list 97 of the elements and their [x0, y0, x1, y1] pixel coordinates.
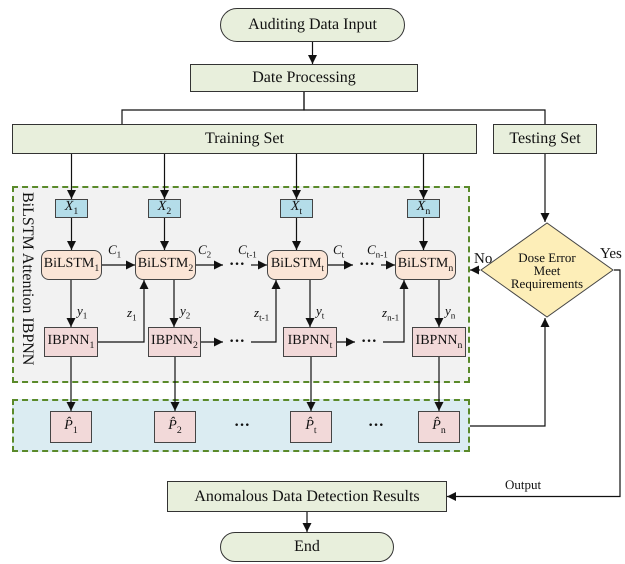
input-box	[407, 199, 440, 218]
node-label: Dose Error Meet Requirements	[510, 250, 584, 290]
ellipsis: ···	[228, 333, 245, 351]
arrow	[434, 280, 444, 327]
edge-label: y$_{2}$	[180, 304, 190, 321]
edge-label: Yes	[600, 247, 622, 262]
process-box	[12, 124, 477, 154]
arrow	[160, 154, 169, 199]
bilstm-box	[267, 250, 328, 280]
annotation: Output	[505, 478, 542, 491]
bilstm-box	[395, 250, 456, 280]
arrow	[292, 154, 301, 199]
arrow	[447, 269, 621, 501]
input-box	[280, 199, 313, 218]
arrow	[292, 218, 301, 250]
arrow	[201, 338, 223, 346]
prediction-box	[418, 411, 460, 443]
arrow	[98, 280, 148, 343]
prediction-box	[154, 411, 196, 443]
module-group	[12, 186, 470, 383]
node-label: IBPNN$_{n}$	[416, 332, 462, 352]
node-label: X$_{2}$	[158, 199, 172, 218]
node-label: Anomalous Data Detection Results	[194, 488, 420, 506]
group-title: BiLSTM Attention IBPNN	[18, 192, 36, 366]
arrow	[419, 218, 428, 250]
arrow	[251, 260, 267, 270]
arrow	[67, 154, 76, 199]
process-box	[167, 481, 447, 512]
arrow	[308, 42, 317, 64]
edge-label: y$_{1}$	[77, 304, 88, 321]
edge-label: z$_{1}$	[127, 306, 137, 323]
arrow	[306, 280, 314, 327]
process-box	[190, 64, 418, 92]
arrow	[540, 154, 550, 222]
arrow	[306, 357, 316, 411]
ellipsis: ···	[360, 333, 377, 351]
node-label: BiLSTM$_{1}$	[44, 256, 100, 274]
arrow	[67, 218, 76, 250]
arrow	[170, 357, 180, 411]
edge-label: y$_{t}$	[316, 304, 324, 321]
arrow	[66, 280, 76, 327]
edge-label: C$_{2}$	[198, 243, 212, 260]
arrow	[337, 338, 355, 346]
edge-label: C$_{t}$	[333, 243, 344, 260]
arrow	[381, 260, 395, 270]
edge-label: z$_{n-1}$	[382, 306, 400, 323]
arrow	[170, 280, 178, 327]
process-box	[493, 124, 597, 154]
node-label: P̂$_{2}$	[168, 418, 182, 436]
arrow	[434, 357, 444, 411]
input-box	[55, 199, 88, 218]
node-label: X$_{n}$	[416, 199, 430, 218]
ellipsis: ···	[368, 418, 384, 434]
bilstm-box	[135, 250, 196, 280]
arrow	[302, 512, 312, 532]
terminal-box	[220, 532, 394, 562]
arrow	[419, 154, 428, 199]
node-label: X$_{1}$	[64, 199, 78, 218]
arrow	[470, 318, 550, 427]
arrow	[383, 280, 408, 343]
prediction-box	[290, 411, 332, 443]
node-label: IBPNN$_{2}$	[151, 332, 198, 352]
bilstm-box	[41, 250, 102, 280]
ibpnn-box	[148, 327, 201, 357]
ibpnn-box	[44, 327, 98, 357]
node-label: P̂$_{n}$	[432, 418, 446, 436]
node-label: Date Processing	[252, 69, 356, 87]
node-label: BiLSTM$_{t}$	[270, 256, 324, 274]
node-label: P̂$_{1}$	[64, 418, 78, 436]
edge-label: y$_{n}$	[445, 304, 456, 321]
node-label: Testing Set	[509, 130, 581, 148]
ibpnn-box	[412, 327, 466, 357]
ellipsis: ···	[234, 418, 250, 434]
node-label: BiLSTM$_{2}$	[138, 256, 194, 274]
node-label: BiLSTM$_{n}$	[398, 256, 454, 274]
arrow	[251, 280, 280, 343]
edge-label: C$_{1}$	[108, 243, 122, 260]
arrow	[328, 260, 353, 270]
terminal-box	[220, 8, 405, 42]
output-group	[12, 399, 470, 452]
arrow	[160, 218, 169, 250]
node-label: IBPNN$_{1}$	[48, 332, 94, 352]
input-box	[148, 199, 181, 218]
node-label: Training Set	[205, 130, 284, 148]
node-label: IBPNN$_{t}$	[288, 332, 332, 352]
edge-label: z$_{t-1}$	[254, 306, 270, 323]
prediction-box	[50, 411, 92, 443]
node-label: X$_{t}$	[290, 199, 302, 218]
arrow	[196, 260, 223, 270]
node-label: End	[294, 538, 320, 556]
arrow	[470, 266, 480, 274]
arrow	[102, 260, 135, 270]
node-label: Auditing Data Input	[248, 16, 377, 34]
arrow	[66, 357, 76, 411]
edge-label: No	[474, 252, 492, 267]
node-label: P̂$_{t}$	[305, 418, 317, 436]
ibpnn-box	[283, 327, 337, 357]
